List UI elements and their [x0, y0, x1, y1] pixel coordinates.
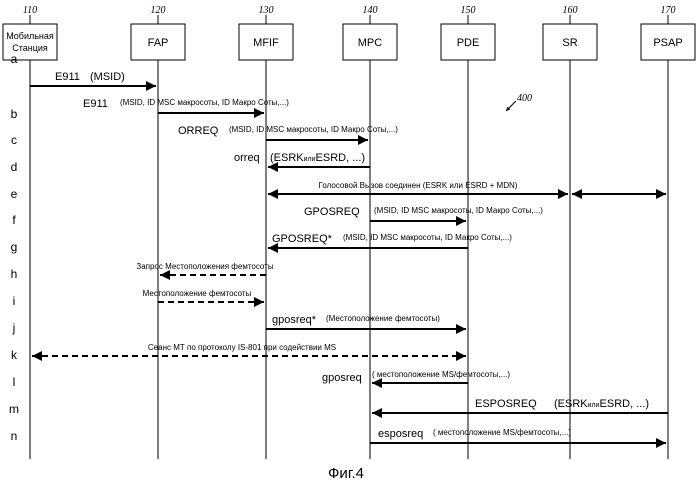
ref-number: 140: [363, 5, 378, 16]
step-letter: l: [13, 375, 16, 389]
entity-name-line2: Станция: [12, 43, 48, 53]
ref-number: 160: [563, 5, 578, 16]
message-h: Запрос Местоположения фемтосоты: [136, 262, 274, 275]
ref-number: 110: [23, 5, 37, 16]
step-letter: f: [12, 213, 16, 227]
message-n: esposreq ( местоположение MS/фемтосоты,.…: [370, 428, 666, 443]
message-params: (MSID, ID MSC макросоты, ID Макро Соты,.…: [343, 233, 512, 242]
message-params: (MSID, ID MSC макросоты, ID Макро Соты,.…: [120, 98, 289, 107]
step-letter: b: [11, 107, 18, 121]
ref-number: 120: [151, 5, 166, 16]
message-name: GPOSREQ: [304, 206, 360, 218]
entity-psap: 170 PSAP: [641, 5, 695, 459]
message-d: orreq (ESRKилиESRD, ...): [234, 152, 370, 167]
svg-text:(ESRKилиESRD, ...): (ESRKилиESRD, ...): [554, 398, 649, 410]
message-name: gposreq: [322, 372, 362, 384]
entity-pde: 150 PDE: [441, 5, 495, 459]
figure-ref-number: 400: [517, 93, 532, 104]
message-m: ESPOSREQ (ESRKилиESRD, ...): [372, 398, 668, 413]
step-letter: m: [9, 402, 19, 416]
entity-mpc: 140 MPC: [343, 5, 397, 459]
step-letter: n: [11, 429, 18, 443]
step-letter: k: [11, 348, 18, 362]
ref-number: 150: [461, 5, 476, 16]
message-params: (MSID): [90, 71, 125, 83]
message-i: Местоположение фемтосоты: [143, 289, 264, 302]
message-a: E911 (MSID): [30, 71, 156, 86]
step-letter: h: [11, 267, 18, 281]
entity-name-line1: Мобильная: [6, 31, 54, 41]
message-j: gposreq* (Местоположение фемтосоты): [266, 314, 466, 329]
param-or: или: [588, 402, 600, 409]
step-letter: g: [11, 240, 18, 254]
ref-number: 130: [259, 5, 274, 16]
param-esrd: ESRD, ...): [600, 398, 650, 410]
step-letters: a b c d e f g h i j k l m n: [9, 52, 19, 443]
message-f: GPOSREQ (MSID, ID MSC макросоты, ID Макр…: [304, 206, 543, 221]
message-params: (MSID, ID MSC макросоты, ID Макро Соты,.…: [229, 125, 398, 134]
entity-name: MFIF: [253, 37, 279, 49]
message-params: (Местоположение фемтосоты): [326, 314, 440, 323]
entity-sr: 160 SR: [543, 5, 597, 459]
param-esrk: ESRK: [274, 152, 305, 164]
message-name: esposreq: [378, 428, 423, 440]
entity-fap: 120 FAP: [131, 5, 185, 459]
message-label: Запрос Местоположения фемтосоты: [136, 262, 274, 271]
step-letter: a: [11, 52, 18, 66]
entity-name: MPC: [358, 37, 383, 49]
param-or: или: [304, 156, 316, 163]
message-name: E911: [83, 98, 108, 110]
step-letter: j: [12, 321, 16, 335]
entity-name: PSAP: [653, 37, 682, 49]
entity-mfif: 130 MFIF: [239, 5, 293, 459]
step-letter: e: [11, 187, 18, 201]
message-name: ESPOSREQ: [475, 398, 537, 410]
message-name: E911: [55, 71, 80, 83]
message-c: ORREQ (MSID, ID MSC макросоты, ID Макро …: [178, 125, 398, 140]
entity-name: PDE: [457, 37, 480, 49]
ref-number: 170: [661, 5, 676, 16]
step-letter: d: [11, 160, 18, 174]
figure-reference: 400: [506, 93, 532, 111]
message-name: ORREQ: [178, 125, 219, 137]
param-esrk: ESRK: [558, 398, 589, 410]
svg-text:(ESRKилиESRD, ...): (ESRKилиESRD, ...): [270, 152, 365, 164]
figure-caption: Фиг.4: [328, 465, 364, 482]
message-name: orreq: [234, 152, 260, 164]
message-label: Местоположение фемтосоты: [143, 289, 252, 298]
message-name: gposreq*: [272, 314, 317, 326]
message-params: ( местоположение MS/фемтосоты,...): [372, 370, 510, 379]
message-g: GPOSREQ* (MSID, ID MSC макросоты, ID Мак…: [268, 233, 512, 248]
message-b: E911 (MSID, ID MSC макросоты, ID Макро С…: [83, 98, 289, 113]
step-letter: i: [13, 294, 16, 308]
message-params: ( местоположение MS/фемтосоты,...): [433, 428, 571, 437]
step-letter: c: [11, 133, 17, 147]
message-e: Голосовой Вызов соединен (ESRK или ESRD …: [268, 181, 666, 194]
entity-name: FAP: [148, 37, 169, 49]
message-name: GPOSREQ*: [272, 233, 333, 245]
message-l: gposreq ( местоположение MS/фемтосоты,..…: [322, 370, 510, 384]
param-esrd: ESRD, ...): [316, 152, 366, 164]
entity-name: SR: [562, 37, 577, 49]
message-k: Сеанс МТ по протоколу IS-801 при содейст…: [32, 343, 466, 356]
message-params: (MSID, ID MSC макросоты, ID Макро Соты,.…: [374, 206, 543, 215]
message-label: Голосовой Вызов соединен (ESRK или ESRD …: [319, 181, 518, 190]
message-label: Сеанс МТ по протоколу IS-801 при содейст…: [148, 343, 336, 352]
entity-mobile-station: 110 Мобильная Станция: [3, 5, 57, 459]
